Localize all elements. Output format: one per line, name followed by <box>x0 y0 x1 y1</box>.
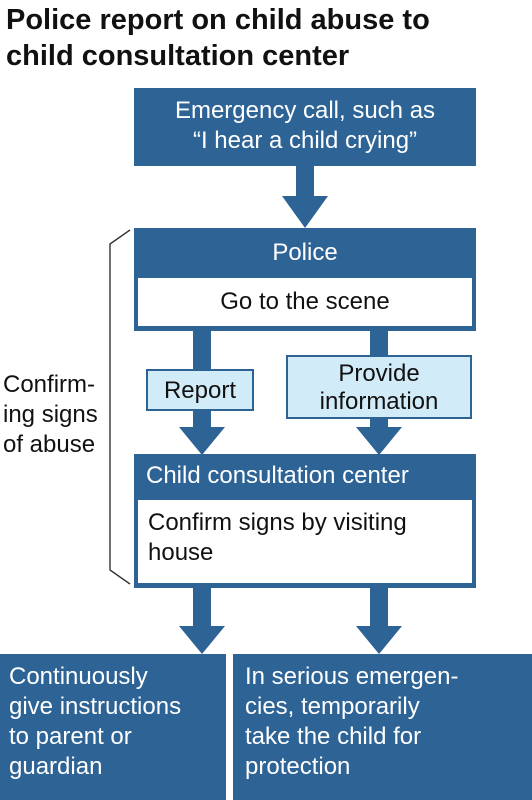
arrow-head-report-center <box>179 427 225 455</box>
side-label-line-1: Confirm- <box>3 371 96 398</box>
report-label: Report <box>163 377 237 404</box>
provide-line-2: information <box>319 388 439 415</box>
outcome-right-line-3: take the child for <box>245 723 422 750</box>
emergency-call-box: Emergency call, such as “I hear a child … <box>134 88 476 166</box>
side-label-line-2: ing signs <box>3 401 98 428</box>
arrow-head-center-left-outcome <box>179 626 225 654</box>
emergency-line-1: Emergency call, such as <box>174 97 436 124</box>
police-label: Police <box>272 239 338 266</box>
center-label: Child consultation center <box>146 462 409 489</box>
arrow-shaft-center-right-outcome <box>370 588 388 628</box>
provide-line-1: Provide <box>338 360 420 387</box>
arrow-shaft-police-provide <box>370 330 388 356</box>
arrow-head-emergency-police <box>282 196 328 228</box>
arrow-shaft-provide-center <box>370 419 388 429</box>
center-action-box: Confirm signs by visiting house <box>138 500 472 583</box>
arrow-head-provide-center <box>356 427 402 455</box>
outcome-left-box: Continuously give instructions to parent… <box>0 654 226 800</box>
outcome-left-line-1: Continuously <box>9 663 148 690</box>
arrow-shaft-report-center <box>193 411 211 429</box>
outcome-right-line-2: cies, temporarily <box>245 693 420 720</box>
center-action-line-2: house <box>148 539 214 566</box>
emergency-line-2: “I hear a child crying” <box>192 127 418 154</box>
police-action-label: Go to the scene <box>220 288 390 315</box>
outcome-left-line-3: to parent or <box>9 723 132 750</box>
outcome-right-box: In serious emergen- cies, temporarily ta… <box>233 654 532 800</box>
police-action-box: Go to the scene <box>138 278 472 326</box>
side-label-line-3: of abuse <box>3 431 96 458</box>
arrow-head-center-right-outcome <box>356 626 402 654</box>
arrow-shaft-emergency-police <box>296 166 314 198</box>
child-consultation-center-box: Child consultation center Confirm signs … <box>134 454 476 588</box>
title-line-2: child consultation center <box>6 40 350 72</box>
provide-information-box: Provide information <box>286 355 472 419</box>
report-box: Report <box>146 369 254 411</box>
center-action-line-1: Confirm signs by visiting <box>148 509 407 536</box>
diagram-title: Police report on child abuse to child co… <box>6 2 526 74</box>
outcome-left-line-4: guardian <box>9 753 103 780</box>
bracket-line <box>109 229 131 585</box>
outcome-left-line-2: give instructions <box>9 693 182 720</box>
outcome-right-line-4: protection <box>245 753 351 780</box>
outcome-right-line-1: In serious emergen- <box>245 663 459 690</box>
police-box: Police Go to the scene <box>134 228 476 331</box>
arrow-shaft-center-left-outcome <box>193 588 211 628</box>
arrow-shaft-police-report <box>193 330 211 370</box>
confirming-signs-label: Confirm- ing signs of abuse <box>3 370 113 460</box>
title-line-1: Police report on child abuse to <box>6 4 430 36</box>
